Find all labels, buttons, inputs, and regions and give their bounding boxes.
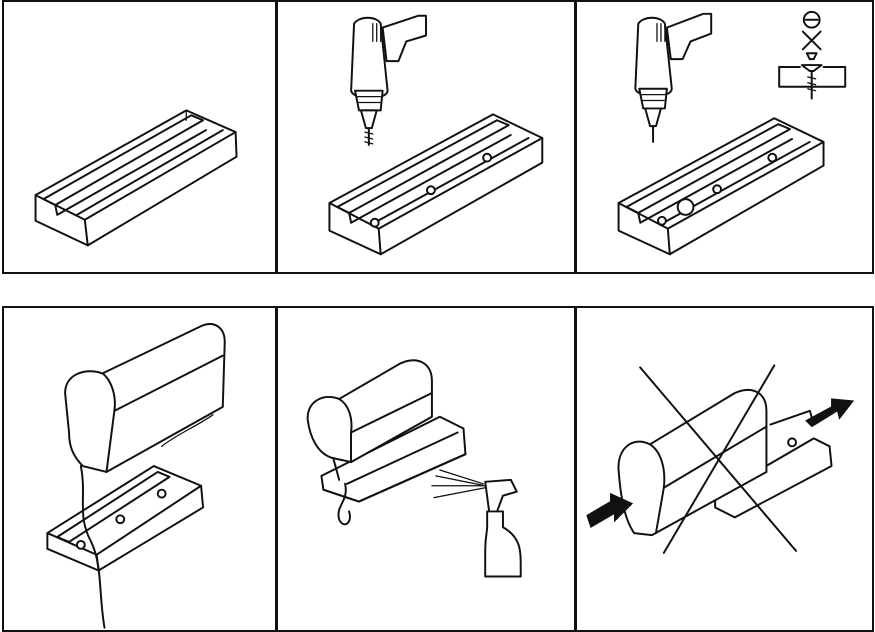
spray-bottle-icon [431,469,522,578]
panel-rail [2,0,277,274]
rail-channel-icon [320,415,467,503]
rail-channel-icon [328,113,544,256]
panel-no-slide [575,306,874,632]
power-drill-icon [350,14,427,146]
push-arrow-icon [586,398,855,528]
power-drill-icon [634,12,713,143]
panel-spray-slide [276,306,576,632]
cover-unit-icon [306,359,433,481]
cross-out-icon [639,364,798,554]
panel-drill-holes [276,0,576,274]
rail-channel-icon [34,109,238,247]
cable-icon [79,465,106,629]
rail-channel-icon [46,465,205,572]
cover-unit-icon [64,323,226,473]
no-countersunk-screw-icon [778,10,847,100]
panel-mount-cable [2,306,277,632]
panel-screw-fixing [575,0,874,274]
rail-channel-icon [617,117,825,256]
cable-icon [337,482,351,526]
rail-channel-icon [714,409,833,519]
